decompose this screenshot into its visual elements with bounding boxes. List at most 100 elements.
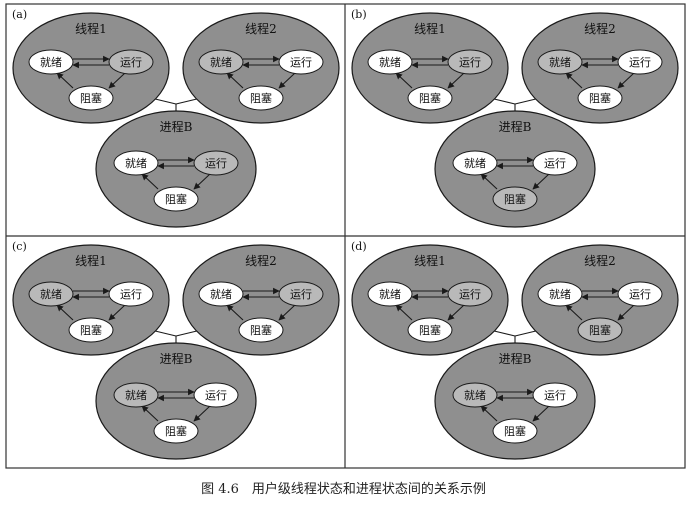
- process-title: 进程B: [499, 119, 532, 134]
- panel-d: (d)线程1就绪运行阻塞线程2就绪运行阻塞进程B就绪运行阻塞: [351, 240, 679, 460]
- thread2-ellipse: [521, 244, 679, 356]
- thread2-state-blocked: [238, 317, 284, 343]
- process-state-running-label: 运行: [205, 157, 227, 170]
- thread2-state-running: [617, 49, 663, 75]
- process-arrow-running-to-blocked: [193, 173, 211, 190]
- thread1-arrow-running-to-blocked: [108, 72, 126, 89]
- thread1-arrow-blocked-to-ready: [56, 304, 74, 321]
- thread1-state-ready: [367, 49, 413, 75]
- thread2-arrow-blocked-to-ready: [565, 304, 583, 321]
- process-state-running: [532, 150, 578, 176]
- thread2-title: 线程2: [584, 253, 616, 268]
- thread1-ellipse: [351, 12, 509, 124]
- process-state-blocked: [153, 418, 199, 444]
- thread2-state-running-label: 运行: [290, 56, 312, 69]
- process-state-blocked-label: 阻塞: [165, 192, 187, 206]
- process-state-running-label: 运行: [205, 389, 227, 402]
- process-ellipse: [95, 342, 257, 460]
- thread1-state-blocked-label: 阻塞: [80, 91, 102, 105]
- thread1-state-ready: [28, 49, 74, 75]
- thread2-state-ready-label: 就绪: [210, 287, 232, 301]
- thread2-state-ready: [537, 281, 583, 307]
- process-state-ready-label: 就绪: [125, 388, 147, 402]
- thread1-state-running-label: 运行: [459, 288, 481, 301]
- thread1-arrow-running-to-blocked: [447, 72, 465, 89]
- process-title: 进程B: [160, 119, 193, 134]
- thread2-arrow-running-to-blocked: [617, 304, 635, 321]
- panel-c: (c)线程1就绪运行阻塞线程2就绪运行阻塞进程B就绪运行阻塞: [12, 240, 340, 460]
- thread2-state-ready-label: 就绪: [549, 287, 571, 301]
- process-arrow-blocked-to-ready: [480, 405, 498, 422]
- process-state-ready-label: 就绪: [464, 388, 486, 402]
- thread2-state-blocked-label: 阻塞: [250, 91, 272, 105]
- thread1-arrow-running-to-blocked: [447, 304, 465, 321]
- process-state-blocked-label: 阻塞: [504, 192, 526, 206]
- panel-b: (b)线程1就绪运行阻塞线程2就绪运行阻塞进程B就绪运行阻塞: [351, 8, 679, 228]
- thread1-state-running: [447, 49, 493, 75]
- thread2-state-blocked-label: 阻塞: [250, 323, 272, 337]
- thread1-state-running: [447, 281, 493, 307]
- thread2-state-ready: [198, 49, 244, 75]
- thread1-state-ready-label: 就绪: [379, 287, 401, 301]
- figure-caption: 图 4.6 用户级线程状态和进程状态间的关系示例: [201, 482, 486, 497]
- thread1-state-ready: [367, 281, 413, 307]
- panel-label: (c): [12, 240, 27, 253]
- process-state-blocked: [153, 186, 199, 212]
- thread2-state-running: [278, 281, 324, 307]
- thread2-title: 线程2: [584, 21, 616, 36]
- state-diagram-figure: (a)线程1就绪运行阻塞线程2就绪运行阻塞进程B就绪运行阻塞(b)线程1就绪运行…: [5, 3, 686, 469]
- thread2-title: 线程2: [245, 21, 277, 36]
- thread1-state-blocked-label: 阻塞: [419, 323, 441, 337]
- thread2-ellipse: [182, 12, 340, 124]
- thread2-state-ready: [198, 281, 244, 307]
- process-state-running-label: 运行: [544, 157, 566, 170]
- process-state-running: [193, 382, 239, 408]
- process-state-blocked: [492, 418, 538, 444]
- process-arrow-running-to-blocked: [532, 405, 550, 422]
- process-arrow-blocked-to-ready: [141, 405, 159, 422]
- thread2-state-blocked-label: 阻塞: [589, 323, 611, 337]
- panel-label: (a): [12, 8, 27, 21]
- thread1-title: 线程1: [414, 21, 446, 36]
- thread2-state-blocked: [238, 85, 284, 111]
- thread2-state-blocked: [577, 317, 623, 343]
- thread1-state-blocked: [68, 317, 114, 343]
- process-ellipse: [434, 342, 596, 460]
- thread2-arrow-blocked-to-ready: [226, 304, 244, 321]
- thread2-state-ready-label: 就绪: [549, 55, 571, 69]
- thread2-ellipse: [182, 244, 340, 356]
- process-state-ready: [113, 382, 159, 408]
- process-arrow-blocked-to-ready: [141, 173, 159, 190]
- process-state-ready: [452, 150, 498, 176]
- process-title: 进程B: [499, 351, 532, 366]
- process-state-ready-label: 就绪: [125, 156, 147, 170]
- thread1-title: 线程1: [414, 253, 446, 268]
- process-state-blocked: [492, 186, 538, 212]
- thread2-arrow-running-to-blocked: [278, 304, 296, 321]
- process-arrow-blocked-to-ready: [480, 173, 498, 190]
- thread1-ellipse: [351, 244, 509, 356]
- thread2-state-blocked-label: 阻塞: [589, 91, 611, 105]
- thread2-state-blocked: [577, 85, 623, 111]
- process-state-running: [532, 382, 578, 408]
- process-state-ready-label: 就绪: [464, 156, 486, 170]
- panel-a: (a)线程1就绪运行阻塞线程2就绪运行阻塞进程B就绪运行阻塞: [12, 8, 340, 228]
- process-state-ready: [452, 382, 498, 408]
- process-state-running-label: 运行: [544, 389, 566, 402]
- thread2-arrow-running-to-blocked: [617, 72, 635, 89]
- thread1-arrow-running-to-blocked: [108, 304, 126, 321]
- thread2-state-running-label: 运行: [629, 288, 651, 301]
- thread2-arrow-running-to-blocked: [278, 72, 296, 89]
- process-arrow-running-to-blocked: [532, 173, 550, 190]
- thread1-ellipse: [12, 12, 170, 124]
- thread1-ellipse: [12, 244, 170, 356]
- thread1-state-ready-label: 就绪: [379, 55, 401, 69]
- thread1-state-running-label: 运行: [120, 56, 142, 69]
- thread1-state-running-label: 运行: [120, 288, 142, 301]
- thread1-arrow-blocked-to-ready: [395, 72, 413, 89]
- panel-label: (b): [351, 8, 367, 21]
- thread1-state-blocked-label: 阻塞: [419, 91, 441, 105]
- process-ellipse: [95, 110, 257, 228]
- thread1-state-ready: [28, 281, 74, 307]
